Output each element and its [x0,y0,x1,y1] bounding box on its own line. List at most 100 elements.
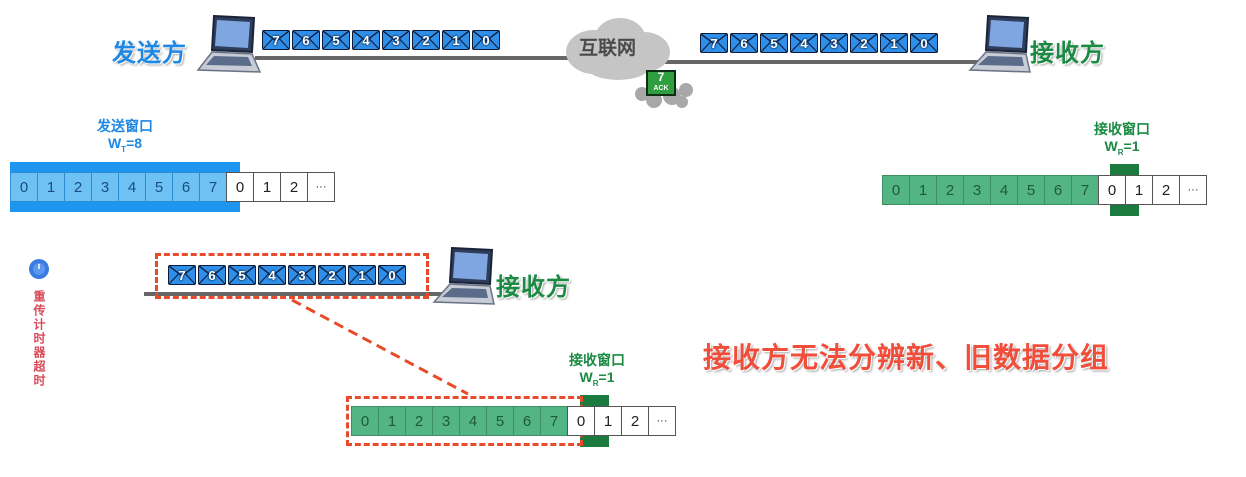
packet: 3 [288,265,316,285]
packet-number: 5 [332,32,340,48]
packet-number: 1 [358,267,366,283]
laptop-icon [968,14,1031,73]
packet: 0 [472,30,500,50]
packet: 4 [790,33,818,53]
ack-number: 7 [657,70,665,84]
resent-packets: 7 6 5 4 3 2 1 0 [168,265,406,285]
ack-packet: 7 ACK [646,70,676,96]
sequence-cell: 2 [621,406,649,436]
sequence-cell: 1 [594,406,622,436]
sequence-cell: 5 [1017,175,1045,205]
packet: 2 [412,30,440,50]
sequence-cell: 3 [963,175,991,205]
packet-number: 3 [830,35,838,51]
recv-window-title: 接收窗口 WR=1 [1094,121,1150,157]
sender-label: 发送方 [112,40,187,67]
packet-number: 3 [392,32,400,48]
network-link-bottom [144,292,474,296]
sequence-cell: ··· [1179,175,1207,205]
packet-number: 6 [208,267,216,283]
sequence-cell: ··· [307,172,335,202]
send-window-title: 发送窗口 WT=8 [97,118,153,154]
sequence-cell: 6 [1044,175,1072,205]
packet-number: 7 [272,32,280,48]
receiver-label: 接收方 [1030,40,1105,67]
packet: 0 [910,33,938,53]
sequence-cell: 2 [1152,175,1180,205]
packet-number: 6 [740,35,748,51]
network-link-right [660,60,990,64]
sequence-cell: 0 [10,172,38,202]
laptop-icon [196,14,262,73]
packet: 6 [292,30,320,50]
packet-number: 1 [452,32,460,48]
packet: 2 [318,265,346,285]
packet-number: 5 [770,35,778,51]
sequence-cell: 0 [226,172,254,202]
sequence-cell: 5 [486,406,514,436]
packet-number: 5 [238,267,246,283]
packet-number: 3 [298,267,306,283]
packet-number: 2 [860,35,868,51]
bottom-receiver-label: 接收方 [496,274,571,301]
packet-number: 4 [362,32,370,48]
sequence-cell: 2 [64,172,92,202]
sequence-cell: ··· [648,406,676,436]
timeout-text: 重传计时器超时 [32,290,46,388]
sequence-cell: 6 [172,172,200,202]
resent-packets-highlight [155,253,429,299]
packet: 7 [700,33,728,53]
packet: 4 [258,265,286,285]
sequence-cell: 2 [405,406,433,436]
sequence-cell: 6 [513,406,541,436]
sequence-cell: 4 [990,175,1018,205]
packet: 5 [760,33,788,53]
bottom-recv-window-title: 接收窗口 WR=1 [569,352,625,388]
packet: 3 [382,30,410,50]
packet: 5 [322,30,350,50]
ambiguity-message: 接收方无法分辨新、旧数据分组 [703,342,1110,373]
packet: 7 [262,30,290,50]
timer-icon [29,259,49,279]
packet: 3 [820,33,848,53]
packet-number: 7 [178,267,186,283]
packet-number: 6 [302,32,310,48]
sequence-cell: 3 [432,406,460,436]
packet: 0 [378,265,406,285]
sequence-cell: 2 [936,175,964,205]
sequence-cell: 7 [1071,175,1099,205]
packet: 7 [168,265,196,285]
internet-label: 互联网 [579,38,637,59]
packet: 5 [228,265,256,285]
sequence-cell: 1 [1125,175,1153,205]
connector-dashed-line [291,298,469,396]
packet: 4 [352,30,380,50]
sequence-cell: 7 [199,172,227,202]
ack-label: ACK [653,85,669,92]
packet: 6 [198,265,226,285]
packet-number: 0 [388,267,396,283]
packet-number: 1 [890,35,898,51]
sequence-cell: 7 [540,406,568,436]
sequence-cell: 3 [91,172,119,202]
packet-number: 2 [328,267,336,283]
packet-number: 4 [268,267,276,283]
sequence-cell: 4 [118,172,146,202]
packet-number: 2 [422,32,430,48]
sequence-cell: 1 [37,172,65,202]
packet-number: 7 [710,35,718,51]
sequence-cell: 0 [351,406,379,436]
internet-cloud-icon [566,18,670,80]
sequence-cell: 0 [1098,175,1126,205]
sequence-cell: 1 [253,172,281,202]
packet: 1 [880,33,908,53]
sequence-cell: 4 [459,406,487,436]
packet: 6 [730,33,758,53]
packet: 2 [850,33,878,53]
sequence-cell: 0 [567,406,595,436]
